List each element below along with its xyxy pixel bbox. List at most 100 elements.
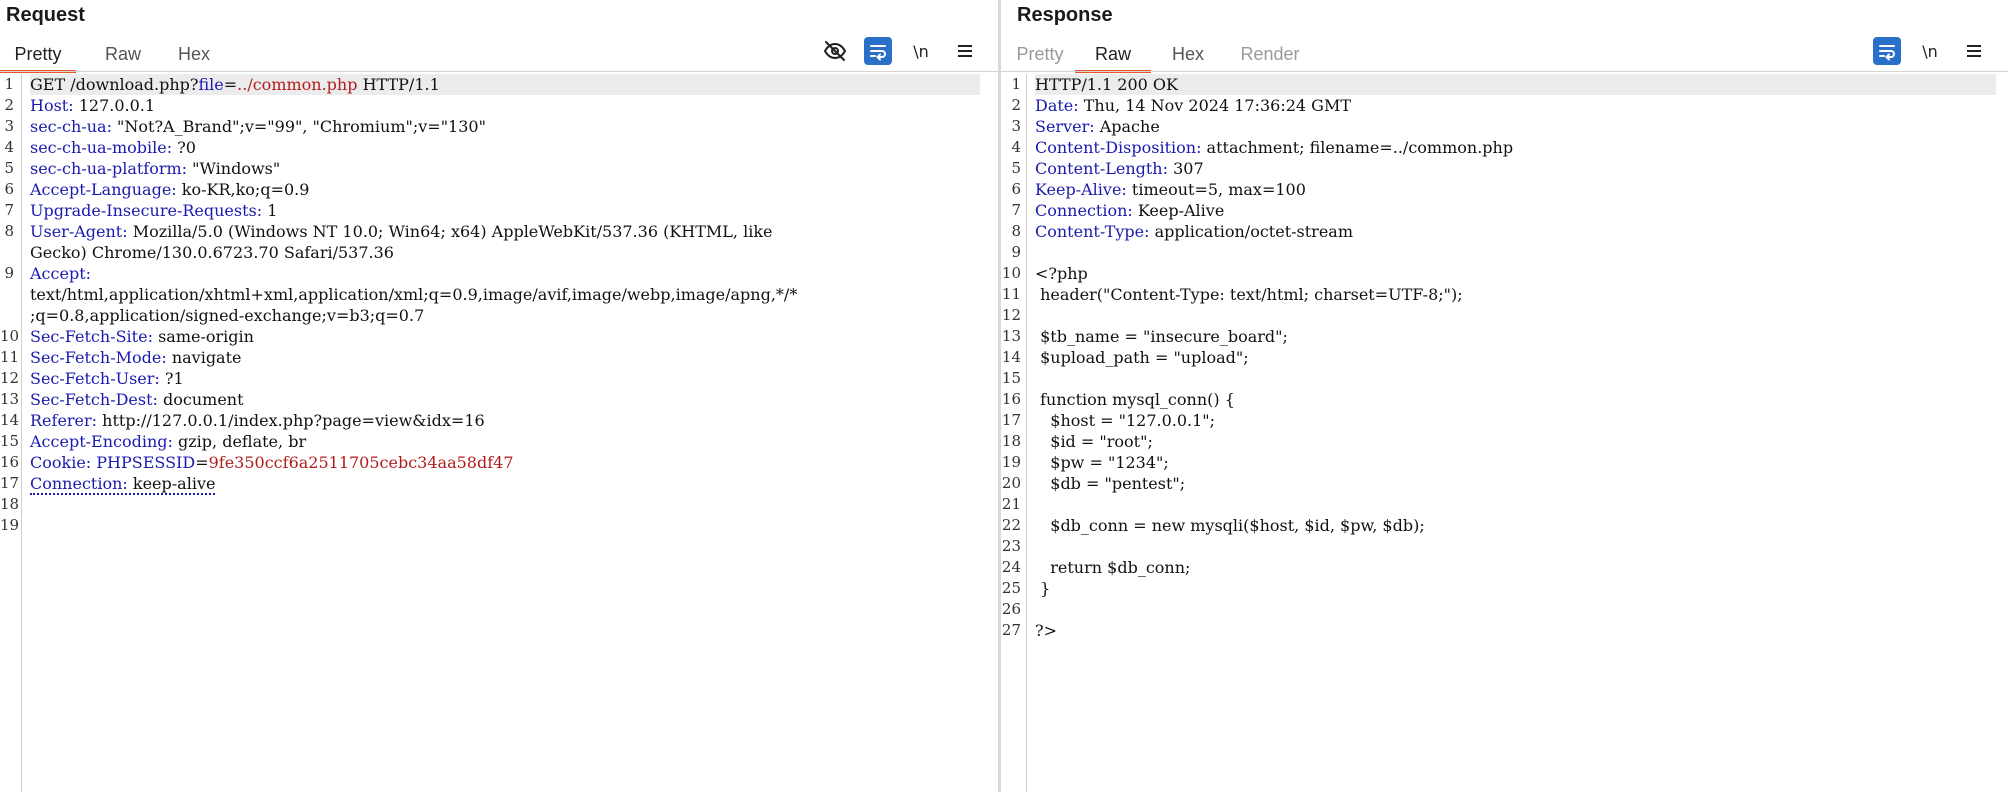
tab-pretty[interactable]: Pretty xyxy=(1016,44,1064,64)
line-number: 9 xyxy=(1011,243,1021,261)
newline-toggle[interactable]: \n xyxy=(906,36,936,66)
tab-hex[interactable]: Hex xyxy=(1171,44,1204,64)
hamburger-menu-icon[interactable] xyxy=(1959,36,1989,66)
header-name: Connection xyxy=(30,474,123,493)
header-name: Date xyxy=(1035,96,1074,115)
word-wrap-icon[interactable] xyxy=(1873,37,1901,65)
line-number: 23 xyxy=(1001,537,1021,555)
header-name: sec-ch-ua-mobile xyxy=(30,138,167,157)
line-number: 14 xyxy=(0,411,20,429)
request-tabs: Pretty Raw Hex xyxy=(0,38,214,73)
line-number: 4 xyxy=(1011,138,1021,156)
query-equals: = xyxy=(223,75,238,94)
line-number: 15 xyxy=(1001,369,1021,387)
hamburger-menu-icon[interactable] xyxy=(950,36,980,66)
line-number: 19 xyxy=(0,516,20,534)
body-line: $pw = "1234"; xyxy=(1035,453,1169,472)
request-gutter xyxy=(0,74,22,792)
line-number: 11 xyxy=(0,348,20,366)
body-line: $upload_path = "upload"; xyxy=(1035,348,1249,367)
header-line: Date: Thu, 14 Nov 2024 17:36:24 GMT xyxy=(1035,96,1351,115)
header-line: Cookie: PHPSESSID=9fe350ccf6a2511705cebc… xyxy=(30,453,514,472)
header-name: Content-Type xyxy=(1035,222,1145,241)
empty-line xyxy=(30,494,980,515)
line-number: 1 xyxy=(1011,75,1021,93)
http-method: GET xyxy=(30,75,66,94)
header-name: Host xyxy=(30,96,69,115)
header-value: keep-alive xyxy=(132,474,216,493)
word-wrap-icon[interactable] xyxy=(864,37,892,65)
tab-raw[interactable]: Raw xyxy=(104,44,141,64)
line-number: 5 xyxy=(4,159,14,177)
cookie-name: PHPSESSID xyxy=(96,453,196,472)
header-value: application/octet-stream xyxy=(1154,222,1353,241)
header-line: Accept-Encoding: gzip, deflate, br xyxy=(30,432,307,451)
header-line: User-Agent: Mozilla/5.0 (Windows NT 10.0… xyxy=(30,222,773,241)
header-line: Sec-Fetch-Mode: navigate xyxy=(30,348,242,367)
line-number: 24 xyxy=(1001,558,1021,576)
response-pane: Response Pretty Raw Hex Render \n xyxy=(1001,0,2008,792)
line-number: 10 xyxy=(0,327,20,345)
header-value: timeout=5, max=100 xyxy=(1131,180,1306,199)
request-tabs-underline xyxy=(0,71,998,72)
header-name: Cookie xyxy=(30,453,86,472)
header-line: Host: 127.0.0.1 xyxy=(30,96,156,115)
body-line: $db_conn = new mysqli($host, $id, $pw, $… xyxy=(1035,516,1425,535)
line-number: 6 xyxy=(1011,180,1021,198)
http-protocol: HTTP/1.1 xyxy=(362,75,440,94)
line-number: 18 xyxy=(1001,432,1021,450)
request-title: Request xyxy=(6,4,85,26)
header-value: 1 xyxy=(267,201,278,220)
header-value: Keep-Alive xyxy=(1137,201,1225,220)
line-number: 17 xyxy=(1001,411,1021,429)
body-line: $db = "pentest"; xyxy=(1035,474,1186,493)
line-number: 22 xyxy=(1001,516,1021,534)
line-number: 12 xyxy=(0,369,20,387)
query-param-name: file xyxy=(198,75,224,94)
line-number: 6 xyxy=(4,180,14,198)
header-line: Content-Length: 307 xyxy=(1035,159,1204,178)
line-number: 2 xyxy=(4,96,14,114)
header-value: "Not?A_Brand";v="99", "Chromium";v="130" xyxy=(117,117,486,136)
body-line: $id = "root"; xyxy=(1035,432,1153,451)
header-line: Accept: xyxy=(30,264,92,283)
body-line: $tb_name = "insecure_board"; xyxy=(1035,327,1288,346)
pane-divider[interactable] xyxy=(998,0,1001,792)
tab-raw[interactable]: Raw xyxy=(1075,38,1151,73)
header-value: ko-KR,ko;q=0.9 xyxy=(181,180,310,199)
header-line: Upgrade-Insecure-Requests: 1 xyxy=(30,201,278,220)
body-line: return $db_conn; xyxy=(1035,558,1191,577)
line-number: 20 xyxy=(1001,474,1021,492)
header-name: User-Agent xyxy=(30,222,123,241)
header-name: Accept xyxy=(30,264,86,283)
status-line: HTTP/1.1 200 OK xyxy=(1035,74,1996,95)
body-line: function mysql_conn() { xyxy=(1035,390,1235,409)
line-number: 16 xyxy=(0,453,20,471)
body-line xyxy=(1035,368,1996,389)
body-line: } xyxy=(1035,579,1051,598)
tab-render[interactable]: Render xyxy=(1240,44,1300,64)
header-line: Connection: keep-alive xyxy=(30,474,216,495)
line-number: 11 xyxy=(1001,285,1021,303)
header-name: Content-Disposition xyxy=(1035,138,1197,157)
header-name: Accept-Encoding xyxy=(30,432,168,451)
header-value-cont: text/html,application/xhtml+xml,applicat… xyxy=(30,285,798,304)
newline-label: \n xyxy=(1922,41,1938,61)
line-number: 5 xyxy=(1011,159,1021,177)
line-number: 26 xyxy=(1001,600,1021,618)
tab-hex[interactable]: Hex xyxy=(177,44,210,64)
newline-toggle[interactable]: \n xyxy=(1915,36,1945,66)
line-number: 18 xyxy=(0,495,20,513)
header-name: sec-ch-ua xyxy=(30,117,107,136)
header-value: navigate xyxy=(171,348,242,367)
tab-pretty[interactable]: Pretty xyxy=(0,38,76,73)
line-number: 4 xyxy=(4,138,14,156)
line-number: 16 xyxy=(1001,390,1021,408)
header-name: Upgrade-Insecure-Requests xyxy=(30,201,257,220)
eye-slash-icon[interactable] xyxy=(820,36,850,66)
line-number: 19 xyxy=(1001,453,1021,471)
header-value-cont: ;q=0.8,application/signed-exchange;v=b3;… xyxy=(30,306,425,325)
header-value: Apache xyxy=(1099,117,1160,136)
